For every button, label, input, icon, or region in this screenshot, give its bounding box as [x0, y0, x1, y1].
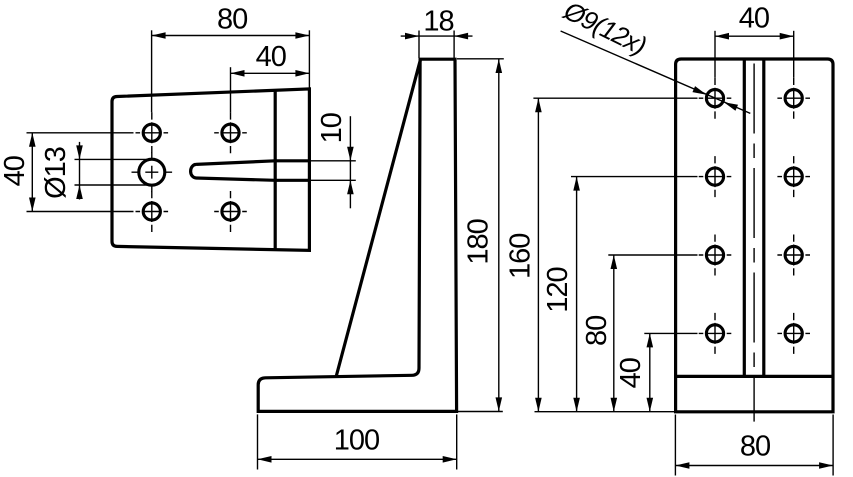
svg-text:Ø13: Ø13: [40, 147, 72, 199]
svg-text:40: 40: [256, 41, 286, 73]
svg-text:100: 100: [334, 425, 379, 457]
svg-text:10: 10: [316, 113, 348, 143]
svg-text:120: 120: [542, 267, 574, 312]
svg-text:80: 80: [740, 431, 770, 463]
svg-text:40: 40: [615, 358, 647, 388]
svg-text:80: 80: [217, 4, 247, 36]
svg-text:18: 18: [423, 6, 453, 38]
svg-text:40: 40: [739, 3, 769, 35]
svg-text:40: 40: [0, 156, 31, 186]
svg-text:180: 180: [463, 219, 495, 264]
svg-text:80: 80: [581, 316, 613, 346]
svg-text:160: 160: [505, 234, 537, 279]
